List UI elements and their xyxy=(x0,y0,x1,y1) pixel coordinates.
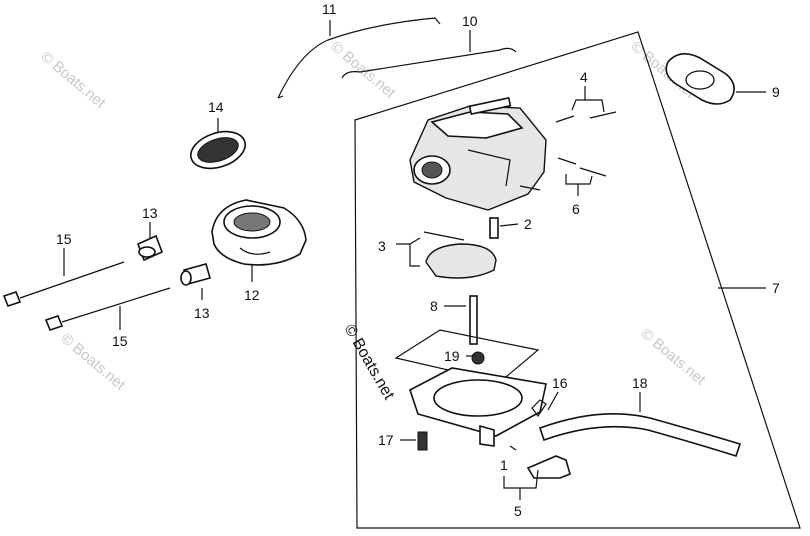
callout-11: 11 xyxy=(322,1,337,17)
callout-13-lower: 13 xyxy=(194,305,210,321)
callout-3: 3 xyxy=(378,238,386,254)
part-13-collar-lower xyxy=(180,263,211,286)
watermark-top-left: © Boats.net xyxy=(37,48,109,112)
carburetor-body xyxy=(409,96,547,211)
callout-18: 18 xyxy=(632,375,648,391)
callout-17: 17 xyxy=(378,432,394,448)
part-13-collar-upper xyxy=(136,234,164,262)
watermark-top-center: © Boats.net xyxy=(327,38,399,102)
part-8-main-jet xyxy=(444,295,478,345)
float-chamber xyxy=(394,329,547,447)
callout-15-lower: 15 xyxy=(112,333,128,349)
part-12-air-box xyxy=(211,199,307,266)
callout-labels: 11 10 4 9 14 13 2 6 3 15 7 12 13 8 15 19… xyxy=(56,1,780,519)
part-2-jet xyxy=(489,217,519,239)
callout-9: 9 xyxy=(772,84,780,100)
callout-14: 14 xyxy=(208,99,224,115)
leader-lines xyxy=(63,20,766,412)
part-5-drain-screw xyxy=(503,445,571,500)
part-3-float xyxy=(396,231,497,279)
part-4-screws xyxy=(555,86,617,123)
callout-13-upper: 13 xyxy=(142,205,158,221)
callout-4: 4 xyxy=(580,69,588,85)
watermark-center: © Boats.net xyxy=(341,322,398,404)
callout-1: 1 xyxy=(500,457,508,473)
callout-12: 12 xyxy=(244,287,260,303)
watermark-layer: © Boats.net © Boats.net © Boats.net © Bo… xyxy=(37,38,709,403)
callout-16: 16 xyxy=(552,375,568,391)
part-14-filter-screen xyxy=(190,130,246,170)
callout-2: 2 xyxy=(524,216,532,232)
callout-10: 10 xyxy=(462,13,478,29)
part-15-bolt-upper xyxy=(2,261,125,307)
callout-8: 8 xyxy=(430,298,438,314)
callout-19: 19 xyxy=(444,348,460,364)
callout-6: 6 xyxy=(572,201,580,217)
callout-5: 5 xyxy=(514,503,522,519)
watermark-bottom-right: © Boats.net xyxy=(637,325,709,389)
part-18-drain-tube xyxy=(531,399,742,457)
part-11-hook xyxy=(277,95,284,99)
callout-7: 7 xyxy=(772,280,780,296)
part-6-screws xyxy=(557,157,607,196)
callout-15-upper: 15 xyxy=(56,231,72,247)
part-17-screw xyxy=(400,431,428,451)
assembly-boundary xyxy=(354,31,801,529)
part-10-link-rod xyxy=(341,47,517,79)
part-11-link-wire xyxy=(277,17,441,99)
part-15-bolt-lower xyxy=(44,287,171,331)
part-9-insulator-gasket xyxy=(665,53,735,105)
